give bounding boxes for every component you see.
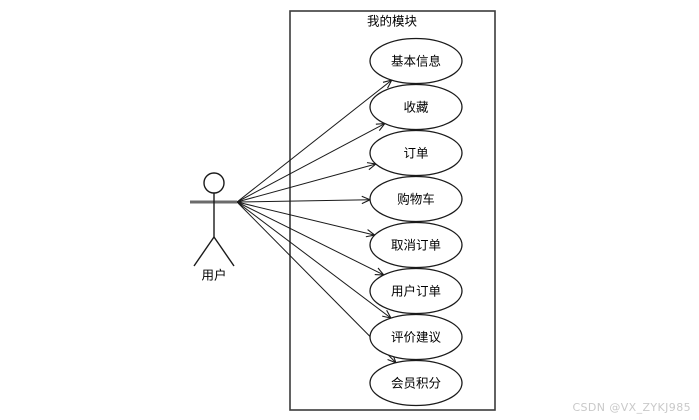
association-line-shopping-cart	[236, 199, 371, 203]
use-case-ellipse-review[interactable]	[369, 313, 463, 361]
use-case-ellipse-user-order[interactable]	[369, 267, 463, 315]
use-case-label-user-order: 用户订单	[391, 284, 441, 299]
use-case-ellipse-cancel-order[interactable]	[369, 221, 463, 269]
association-line-review	[236, 201, 392, 319]
actor-leg-right	[213, 236, 235, 267]
actor-leg-left	[193, 236, 215, 267]
watermark-label: CSDN @VX_ZYKJ985	[572, 401, 691, 414]
use-case-ellipse-basic-info[interactable]	[369, 37, 463, 85]
association-line-user-order	[236, 201, 384, 276]
actor-label: 用户	[201, 268, 226, 283]
actor-user: 用户	[190, 172, 237, 283]
system-boundary-title: 我的模块	[367, 14, 418, 29]
association-line-favorites	[236, 123, 386, 203]
use-case-label-member-points: 会员积分	[391, 376, 441, 391]
use-case-label-shopping-cart: 购物车	[397, 192, 435, 207]
use-case-ellipse-favorites[interactable]	[369, 83, 463, 131]
use-case-ellipse-shopping-cart[interactable]	[369, 175, 463, 223]
use-case-ellipse-member-points[interactable]	[369, 359, 463, 407]
use-case-label-review: 评价建议	[391, 330, 442, 345]
use-case-ellipse-orders[interactable]	[369, 129, 463, 177]
use-case-label-cancel-order: 取消订单	[391, 238, 441, 253]
use-case-label-basic-info: 基本信息	[391, 54, 441, 69]
use-case-label-orders: 订单	[403, 146, 428, 161]
association-line-orders	[236, 163, 376, 203]
association-connectors	[236, 79, 397, 364]
use-case-label-favorites: 收藏	[403, 100, 429, 115]
association-line-basic-info	[236, 79, 393, 203]
actor-head	[203, 172, 225, 194]
association-line-cancel-order	[236, 201, 375, 236]
